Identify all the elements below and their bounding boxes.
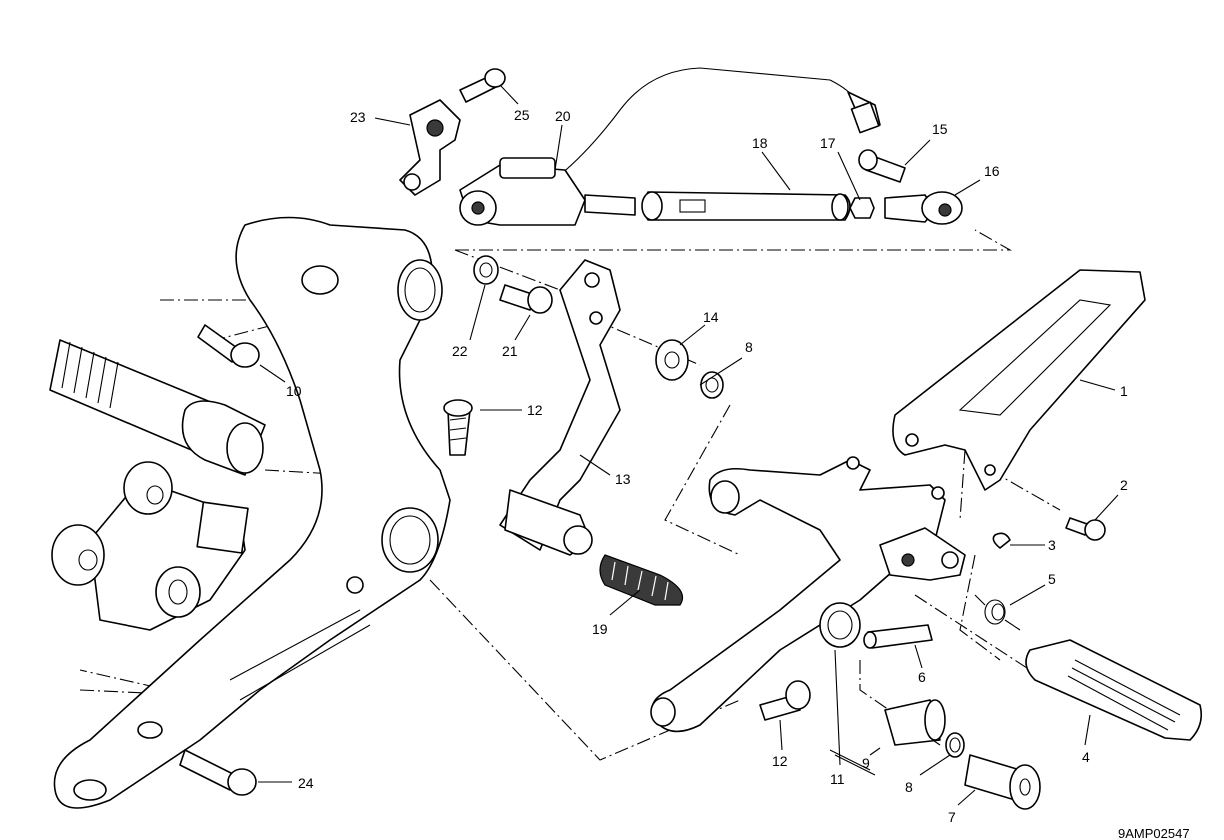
callout-9: 9 (862, 755, 870, 771)
callout-16: 16 (984, 163, 1000, 179)
clip-3 (992, 532, 1011, 549)
frame-bracket (53, 216, 451, 809)
callout-21: 21 (502, 343, 518, 359)
callout-10: 10 (286, 383, 302, 399)
callout-15: 15 (932, 121, 948, 137)
pin-7 (964, 754, 1041, 810)
callout-8-lower: 8 (905, 779, 913, 795)
assembly-line-spring (959, 554, 1001, 661)
callout-6: 6 (918, 669, 926, 685)
callout-numbers: 1 2 3 4 5 6 7 8 8 9 10 11 12 12 13 14 15… (286, 107, 1128, 825)
ring-8-lower (945, 732, 965, 758)
screw-2 (1065, 517, 1106, 541)
callout-13: 13 (615, 471, 631, 487)
callout-12-lower: 12 (772, 753, 788, 769)
pedal-rubber-19 (599, 554, 684, 606)
shift-sensor-20 (459, 67, 881, 226)
mount-bracket-23 (399, 99, 461, 196)
bolt-12-upper (443, 399, 473, 456)
callout-2: 2 (1120, 477, 1128, 493)
callout-4: 4 (1082, 749, 1090, 765)
callout-14: 14 (703, 309, 719, 325)
spring-pin-11 (829, 749, 876, 776)
bolt-21 (499, 284, 553, 314)
gear-pedal-13 (499, 259, 621, 556)
callout-23: 23 (350, 109, 366, 125)
callout-24: 24 (298, 775, 314, 791)
bolt-12-lower (759, 680, 811, 721)
callout-17: 17 (820, 135, 836, 151)
assembly-line-left (79, 669, 191, 696)
callout-1: 1 (1120, 383, 1128, 399)
callout-22: 22 (452, 343, 468, 359)
bolt-10 (197, 324, 260, 368)
callout-3: 3 (1048, 537, 1056, 553)
ring-8-upper (700, 371, 724, 399)
washer-22 (473, 255, 499, 285)
pin-6 (863, 624, 933, 649)
callout-8-upper: 8 (745, 339, 753, 355)
linkage-rod-18 (641, 191, 851, 221)
spring-5 (974, 594, 1021, 631)
callout-25: 25 (514, 107, 530, 123)
assembly-line-lower (429, 579, 741, 761)
washer-14 (655, 339, 689, 381)
callout-18: 18 (752, 135, 768, 151)
bolt-24 (179, 749, 257, 796)
drawing-code: 9AMP02547 (1118, 826, 1190, 840)
pivot-pin (49, 339, 266, 476)
assembly-line-heelguard (959, 449, 966, 521)
assembly-line-rod (455, 229, 1013, 251)
assembly-line-pedal (454, 249, 561, 291)
nut-17 (849, 197, 875, 219)
bush-9 (884, 699, 946, 746)
footpeg-4 (1025, 639, 1203, 741)
assembly-line-peg (914, 594, 1031, 671)
assembly-lines (79, 229, 1061, 761)
leader-lines (258, 84, 1119, 806)
footrest-bracket (650, 456, 966, 733)
rod-end-16 (884, 191, 963, 225)
damper-plate (51, 461, 249, 631)
callout-19: 19 (592, 621, 608, 637)
callout-7: 7 (948, 809, 956, 825)
assembly-line-bracket (664, 404, 741, 556)
callout-11: 11 (830, 771, 845, 787)
callout-12-upper: 12 (527, 402, 543, 418)
bolt-15 (858, 149, 906, 183)
bolt-25 (459, 68, 506, 103)
assembly-line-washer (594, 319, 701, 366)
heel-guard-1 (892, 269, 1146, 491)
callout-20: 20 (555, 108, 571, 124)
callout-5: 5 (1048, 571, 1056, 587)
assembly-line-bush (859, 660, 941, 746)
